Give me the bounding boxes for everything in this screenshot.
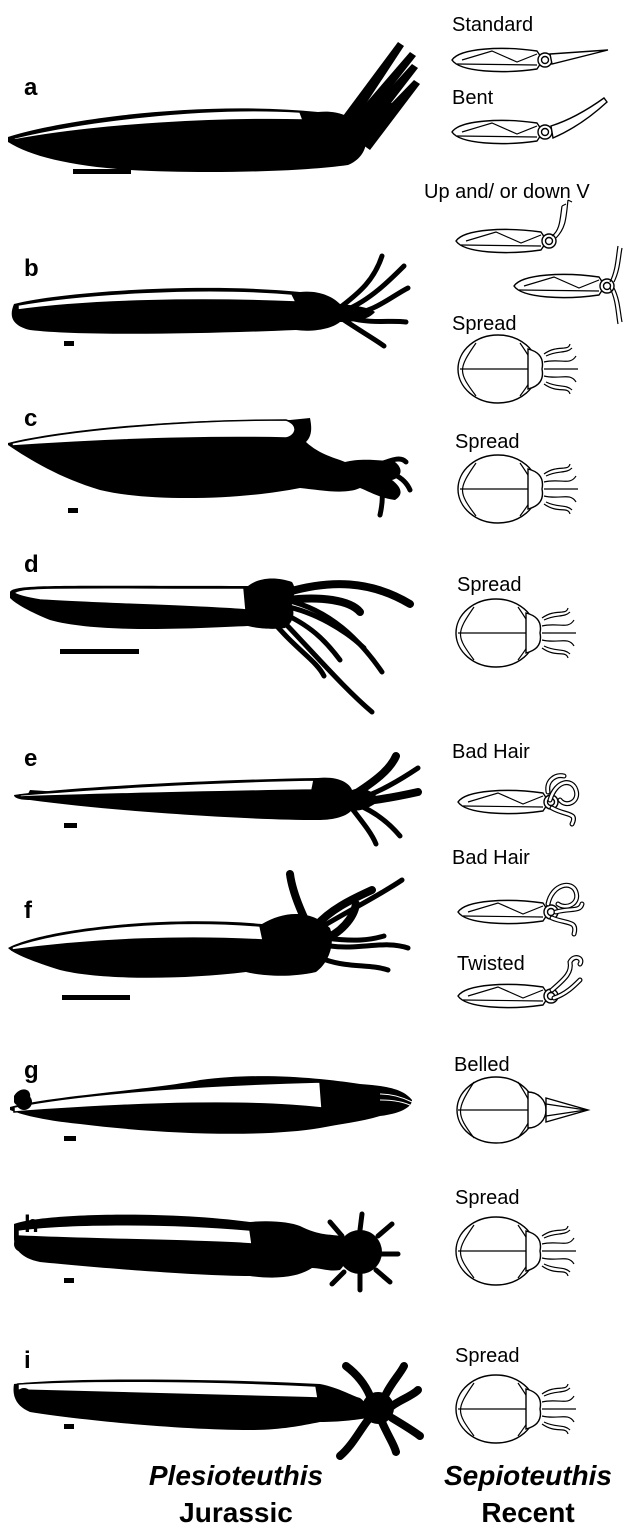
panel-label-c: c — [24, 405, 37, 432]
panel-h-fossil — [14, 1214, 398, 1290]
recent-e-bad-hair — [458, 776, 577, 824]
caption-bad-hair-f: Bad Hair — [452, 847, 530, 869]
panel-e-fossil — [14, 756, 418, 844]
recent-c-spread — [458, 455, 578, 523]
caption-twisted: Twisted — [457, 953, 525, 975]
recent-i-spread — [456, 1375, 576, 1443]
caption-spread-h: Spread — [455, 1187, 520, 1209]
recent-g-belled — [457, 1077, 588, 1143]
caption-bent: Bent — [452, 87, 494, 109]
panel-d-fossil — [10, 579, 410, 712]
scale-bar — [64, 823, 77, 828]
scale-bar — [62, 995, 130, 1000]
panel-label-b: b — [24, 255, 39, 282]
recent-a-standard — [452, 48, 608, 71]
footer-right-genus: Sepioteuthis — [444, 1460, 612, 1491]
panel-f-fossil — [8, 874, 408, 1000]
scale-bar — [64, 1278, 74, 1283]
caption-spread-d: Spread — [457, 574, 522, 596]
panel-label-g: g — [24, 1057, 39, 1084]
caption-spread-b: Spread — [452, 313, 517, 335]
panel-label-f: f — [24, 897, 33, 924]
panel-b-fossil — [12, 256, 408, 346]
footer-right-period: Recent — [481, 1497, 574, 1528]
caption-up-down-v: Up and/ or down V — [424, 181, 590, 203]
caption-spread-i: Spread — [455, 1345, 520, 1367]
scale-bar — [64, 1424, 74, 1429]
panel-label-d: d — [24, 551, 39, 578]
footer-left-period: Jurassic — [179, 1497, 293, 1528]
caption-spread-c: Spread — [455, 431, 520, 453]
panel-label-a: a — [24, 74, 38, 101]
recent-b-v-lower — [514, 246, 622, 324]
caption-bad-hair-e: Bad Hair — [452, 741, 530, 763]
panel-c-fossil — [8, 418, 410, 515]
scale-bar — [60, 649, 139, 654]
caption-standard: Standard — [452, 14, 533, 36]
panel-g-fossil — [10, 1076, 412, 1141]
recent-b-v-upper — [456, 200, 572, 253]
panel-i-fossil — [14, 1366, 420, 1456]
recent-b-spread — [458, 335, 578, 403]
scale-bar — [64, 1136, 76, 1141]
scale-bar — [64, 341, 74, 346]
recent-f-bad-hair — [458, 885, 582, 934]
panel-a-fossil — [8, 42, 420, 174]
panel-label-h: h — [24, 1211, 39, 1238]
scale-bar — [68, 508, 78, 513]
scale-bar — [73, 169, 131, 174]
caption-belled: Belled — [454, 1054, 510, 1076]
panel-label-e: e — [24, 745, 37, 772]
panel-label-i: i — [24, 1347, 31, 1374]
recent-h-spread — [456, 1217, 576, 1285]
footer-left-genus: Plesioteuthis — [149, 1460, 323, 1491]
recent-d-spread — [456, 599, 576, 667]
